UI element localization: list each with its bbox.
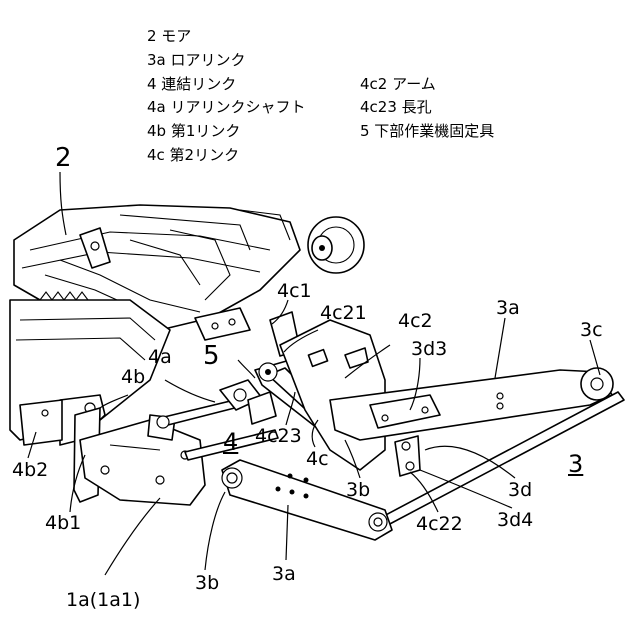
ref-3d3: 3d3	[411, 339, 447, 359]
ref-5: 5	[203, 343, 220, 369]
ref-4a: 4a	[148, 347, 172, 367]
ref-4b: 4b	[121, 367, 145, 387]
legend-item-4b: 4b 第1リンク	[147, 122, 240, 140]
legend-item-2: 2 モア	[147, 27, 191, 45]
ref-1a: 1a(1a1)	[66, 590, 140, 610]
ref-3a-low: 3a	[272, 564, 296, 584]
ref-3b-mid: 3b	[346, 480, 370, 500]
ref-3-figure: 3	[568, 452, 583, 476]
legend-item-4c: 4c 第2リンク	[147, 146, 239, 164]
ref-3d: 3d	[508, 480, 532, 500]
legend-item-4c2: 4c2 アーム	[360, 75, 436, 93]
ref-3c: 3c	[580, 320, 603, 340]
ref-4c23: 4c23	[255, 426, 302, 446]
ref-4c2: 4c2	[398, 311, 433, 331]
bracket-3d	[395, 436, 420, 476]
ref-4b1: 4b1	[45, 513, 81, 533]
ref-4c1: 4c1	[277, 281, 312, 301]
ref-4c: 4c	[306, 449, 329, 469]
wheel	[308, 217, 364, 273]
legend-item-4a: 4a リアリンクシャフト	[147, 98, 306, 116]
ref-4b2: 4b2	[12, 460, 48, 480]
legend-item-3a: 3a ロアリンク	[147, 51, 246, 69]
ref-4c21: 4c21	[320, 303, 367, 323]
ref-4-underlined: 4	[223, 430, 238, 454]
legend-item-4: 4 連結リンク	[147, 75, 236, 93]
ref-3a-top: 3a	[496, 298, 520, 318]
ref-4c22: 4c22	[416, 514, 463, 534]
legend-item-5: 5 下部作業機固定具	[360, 122, 494, 140]
ref-3b-low: 3b	[195, 573, 219, 593]
ref-3d4: 3d4	[497, 510, 533, 530]
legend-item-4c23: 4c23 長孔	[360, 98, 432, 116]
ref-2: 2	[55, 145, 72, 171]
